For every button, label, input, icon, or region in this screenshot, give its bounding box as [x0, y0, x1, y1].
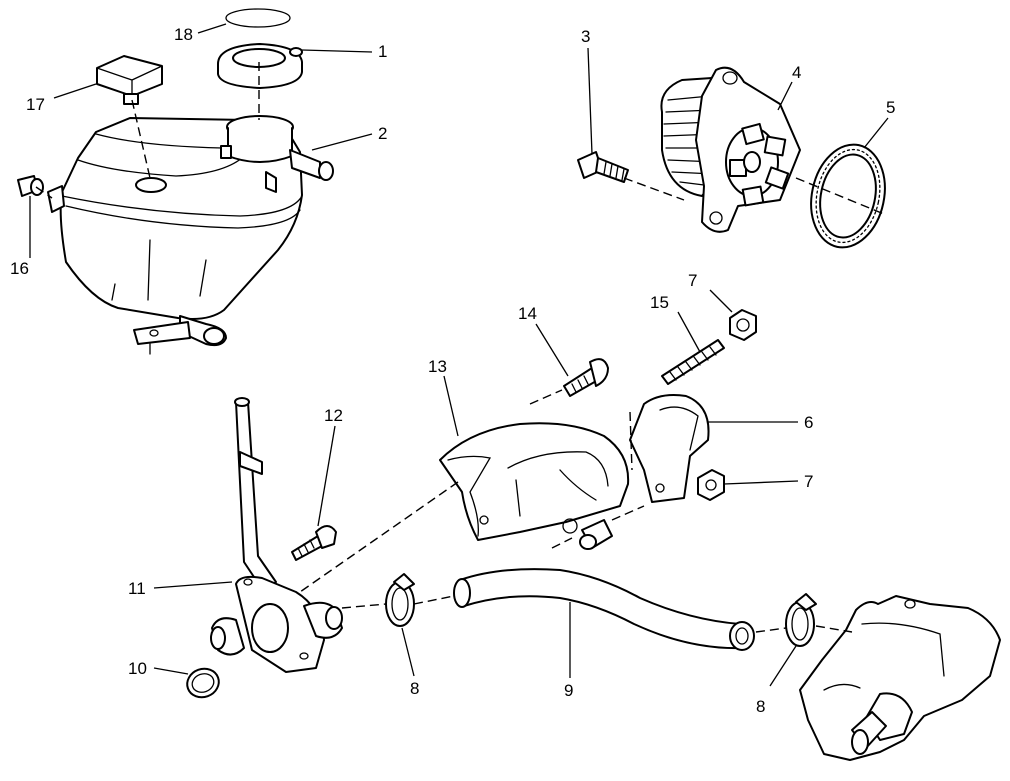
- pump-gasket-part: [810, 143, 886, 249]
- heat-shield-bracket-part: [439, 422, 630, 550]
- callout-8-left: 8: [410, 679, 419, 698]
- callout-15: 15: [650, 293, 669, 312]
- callout-3: 3: [581, 27, 590, 46]
- callout-5: 5: [886, 98, 895, 117]
- pump-bolt-part: [577, 151, 629, 183]
- seal-ring-part: [225, 8, 291, 28]
- leader-lines: [29, 23, 889, 687]
- callout-10: 10: [128, 659, 147, 678]
- callout-7-lower: 7: [804, 472, 813, 491]
- thermostat-housing-part: [799, 595, 1001, 761]
- hose-clip-right-part: [785, 593, 817, 647]
- callout-14: 14: [518, 304, 537, 323]
- callout-16: 16: [10, 259, 29, 278]
- threaded-stud-part: [661, 339, 725, 385]
- callout-labels: 18 1 2 17 16 3 4 5 7 15 14 13 6 7 12 11 …: [10, 25, 895, 716]
- callout-8-right: 8: [756, 697, 765, 716]
- filler-cap-part: [217, 43, 303, 89]
- callout-7-upper: 7: [688, 271, 697, 290]
- coolant-pipe-flange-part: [210, 397, 343, 673]
- hose-clip-left-part: [385, 573, 415, 627]
- nut-upper-part: [729, 309, 757, 341]
- callout-13: 13: [428, 357, 447, 376]
- callout-1: 1: [378, 42, 387, 61]
- expansion-tank-part: [47, 115, 334, 355]
- o-ring-part: [186, 667, 220, 699]
- coolant-hose-part: [453, 568, 755, 651]
- water-pump-part: [660, 66, 801, 233]
- callout-9: 9: [564, 681, 573, 700]
- flange-screw-part: [291, 525, 337, 561]
- assembly-lines: [35, 62, 885, 633]
- callout-6: 6: [804, 413, 813, 432]
- callout-11: 11: [128, 579, 146, 598]
- nut-lower-part: [697, 469, 725, 501]
- callout-4: 4: [792, 63, 801, 82]
- bracket-bolt-part: [563, 358, 609, 397]
- callout-18: 18: [174, 25, 193, 44]
- callout-17: 17: [26, 95, 45, 114]
- hose-clamp-bracket-part: [629, 394, 710, 503]
- sensor-cap-part: [96, 55, 163, 105]
- drain-plug-part: [17, 175, 44, 197]
- callout-12: 12: [324, 406, 343, 425]
- callout-2: 2: [378, 124, 387, 143]
